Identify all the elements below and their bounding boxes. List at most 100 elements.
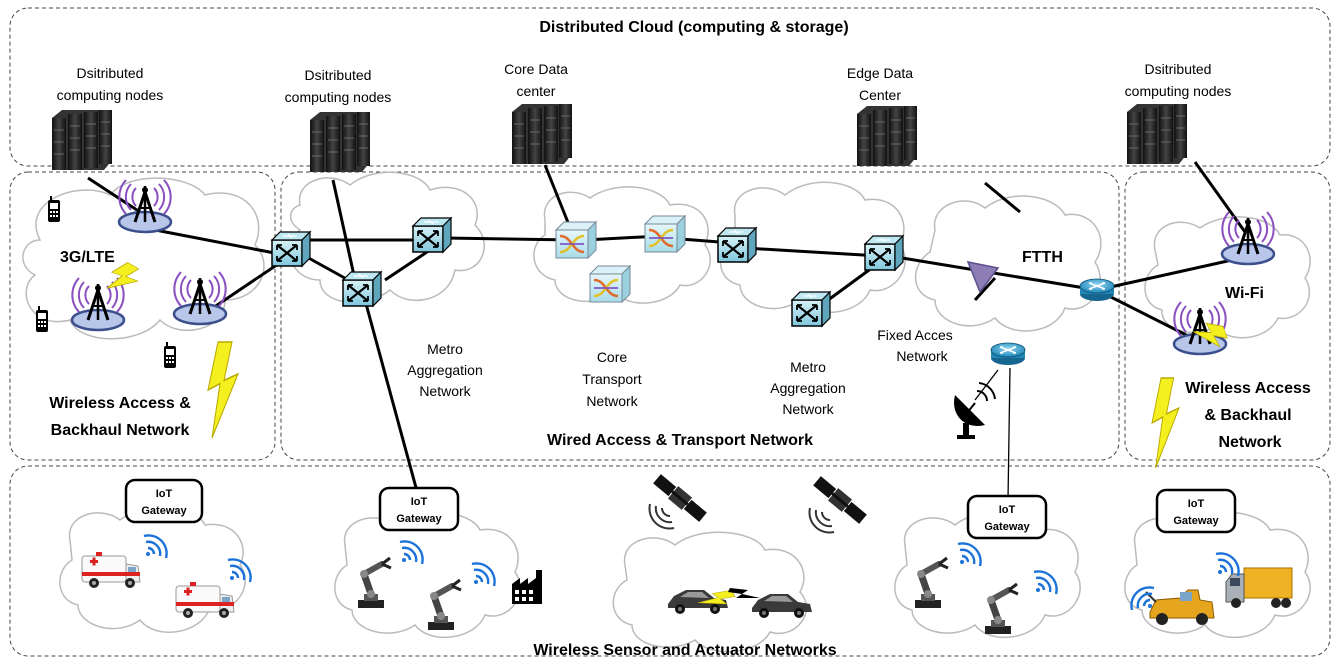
server-rack-icon [51,109,113,171]
wifi-label: Wi-Fi [1225,285,1264,302]
datacenter-4: Edge Data Center [847,65,918,167]
svg-text:computing nodes: computing nodes [1125,83,1232,99]
svg-text:Fixed Acces: Fixed Acces [877,327,952,343]
svg-text:Transport: Transport [582,371,642,387]
server-rack-icon [511,103,573,165]
datacenter-2-label-line2: computing nodes [285,89,392,105]
datacenter-3-label-line2: center [517,83,556,99]
optical-switch-icon [411,216,453,254]
cellphone-icon [164,342,176,368]
datacenter-1-label-line1: Dsitributed [77,65,144,81]
metro-right-label: Metro Aggregation Network [770,359,846,417]
datacenter-1-label-line2: computing nodes [57,87,164,103]
satellite-icon [650,471,710,525]
svg-text:IoT: IoT [411,496,428,508]
factory-icon [512,570,542,604]
datacenter-3-label-line1: Core Data [504,61,568,77]
svg-text:center: center [517,83,556,99]
svg-text:Network: Network [782,401,834,417]
router-icon [1079,278,1115,302]
wireless-access-right-zone [1124,171,1331,461]
svg-text:Gateway: Gateway [396,513,442,525]
fixed-access-label: Fixed Acces Network [877,327,952,364]
truck-icon [1225,567,1293,608]
svg-text:IoT: IoT [156,488,173,500]
svg-text:Dsitributed: Dsitributed [77,65,144,81]
wsan-title: Wireless Sensor and Actuator Networks [533,642,836,659]
distributed-cloud-title: Distributed Cloud (computing & storage) [539,19,848,36]
optical-switch-icon [341,270,383,308]
optical-switch-icon [270,230,312,268]
svg-text:Network: Network [586,393,638,409]
svg-text:Network: Network [419,383,471,399]
svg-text:IoT: IoT [999,504,1016,516]
datacenter-5: Dsitributed computing nodes [1125,61,1232,165]
svg-text:Network: Network [896,348,948,364]
svg-text:Aggregation: Aggregation [770,380,846,396]
wired-transport-title: Wired Access & Transport Network [547,432,813,449]
datacenter-1: Dsitributed computing nodes [51,65,164,171]
datacenter-4-label-line1: Edge Data [847,65,913,81]
lightning-icon [207,341,239,439]
svg-text:Backhaul Network: Backhaul Network [51,422,190,439]
wireless-access-left-zone [9,171,276,461]
svg-text:Aggregation: Aggregation [407,362,483,378]
optical-switch-icon [716,226,758,264]
server-rack-icon [309,111,371,173]
svg-text:Wireless Access: Wireless Access [1185,380,1311,397]
svg-text:computing nodes: computing nodes [57,87,164,103]
satellite-signal-icon [808,507,835,534]
server-rack-icon [1126,103,1188,165]
datacenter-2-label-line1: Dsitributed [305,67,372,83]
svg-text:& Backhaul: & Backhaul [1204,407,1291,424]
optical-switch-icon [790,290,832,328]
satellite-signal-icon [648,503,675,530]
svg-text:Dsitributed: Dsitributed [305,67,372,83]
satellite-icon [810,473,870,527]
svg-text:computing nodes: computing nodes [285,89,392,105]
wireless-left-title: Wireless Access & Backhaul Network [49,395,191,439]
svg-text:Core: Core [597,349,628,365]
svg-text:IoT: IoT [1188,498,1205,510]
wsan-zone [9,465,1331,657]
svg-text:Gateway: Gateway [141,505,187,517]
lightning-icon [1151,377,1180,469]
optical-splitter-icon [966,260,1000,294]
svg-text:Wireless Access &: Wireless Access & [49,395,191,412]
datacenter-3: Core Data center [504,61,573,165]
datacenter-5-label-line2: computing nodes [1125,83,1232,99]
ftth-label: FTTH [1022,249,1063,266]
datacenter-4-label-line2: Center [859,87,901,103]
lightning-icon [728,588,760,598]
svg-text:Dsitributed: Dsitributed [1145,61,1212,77]
svg-text:Network: Network [1218,434,1281,451]
iot-gateway-2: IoT Gateway [378,486,460,532]
datacenter-2: Dsitributed computing nodes [285,67,392,173]
svg-text:Edge Data: Edge Data [847,65,913,81]
svg-text:Core Data: Core Data [504,61,568,77]
metro-left-label: Metro Aggregation Network [407,341,483,399]
network-links [87,161,1251,501]
optical-switch-icon [863,234,905,272]
core-optical-switch-icon [643,214,687,254]
router-icon [990,342,1026,366]
wireless-right-title: Wireless Access & Backhaul Network [1185,380,1311,451]
svg-text:Center: Center [859,87,901,103]
svg-text:Gateway: Gateway [1173,515,1219,527]
wired-transport-zone [280,171,1120,461]
svg-text:Gateway: Gateway [984,521,1030,533]
svg-text:Metro: Metro [427,341,463,357]
lte-label: 3G/LTE [60,249,115,266]
iot-gateway-4: IoT Gateway [1155,488,1237,534]
datacenter-5-label-line1: Dsitributed [1145,61,1212,77]
core-transport-label: Core Transport Network [582,349,642,409]
core-optical-switch-icon [554,220,598,260]
satellite-dish-icon [954,382,996,439]
iot-gateway-3: IoT Gateway [966,494,1048,540]
tow-truck-icon [1145,589,1215,625]
iot-gateway-1: IoT Gateway [124,478,204,524]
svg-text:Metro: Metro [790,359,826,375]
core-optical-switch-icon [588,264,632,304]
server-rack-icon [856,105,918,167]
